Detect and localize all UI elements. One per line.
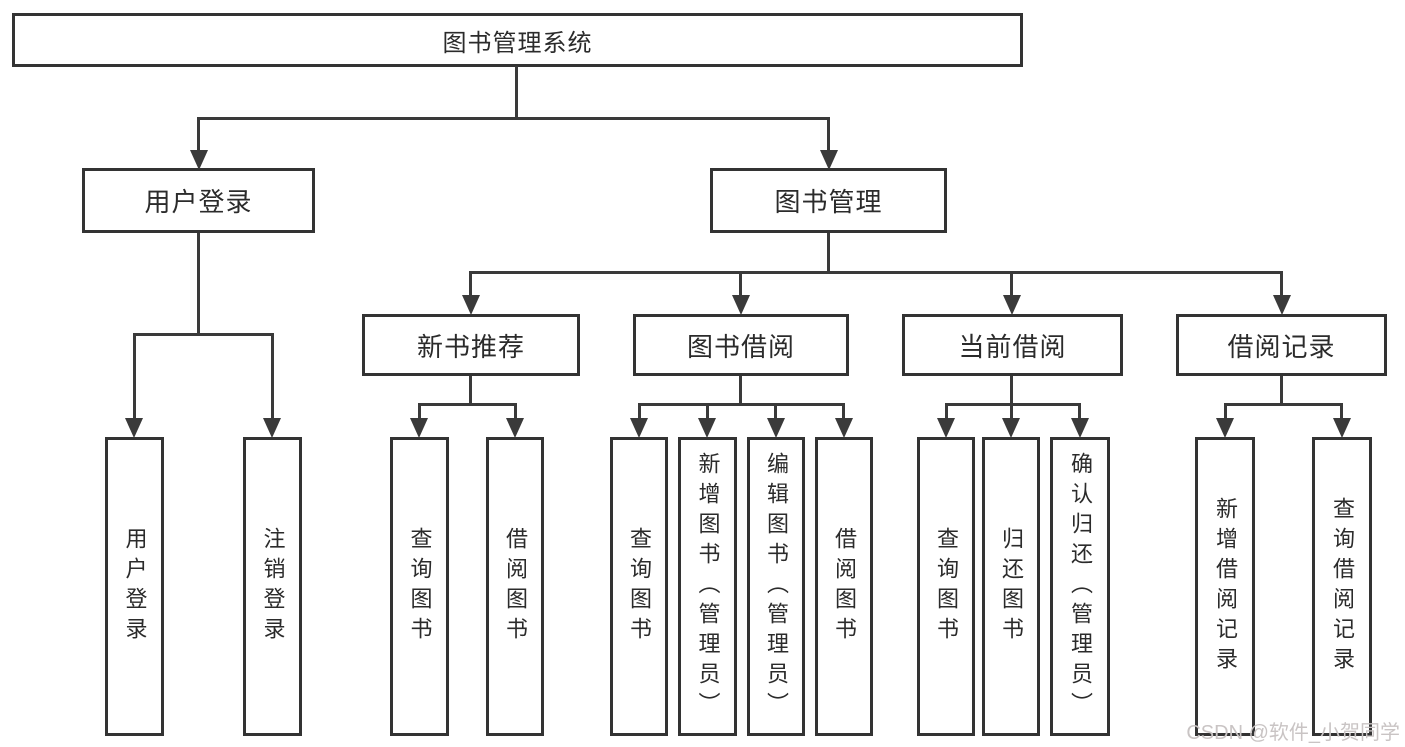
node-label: 编辑图书（管理员）	[764, 451, 789, 722]
connector-hline	[197, 117, 829, 120]
arrow-down-icon	[937, 418, 955, 438]
connector-vline	[827, 233, 830, 274]
connector-vline	[638, 403, 641, 420]
node-book-borrow: 图书借阅	[633, 314, 849, 376]
arrow-down-icon	[1216, 418, 1234, 438]
arrow-down-icon	[1071, 418, 1089, 438]
connector-hline	[638, 403, 845, 406]
connector-vline	[1010, 403, 1013, 420]
connector-vline	[418, 403, 421, 420]
node-label: 图书借阅	[686, 331, 795, 362]
connector-vline	[271, 333, 274, 419]
leaf-query-borrow-record: 查询借阅记录	[1312, 437, 1372, 736]
node-book-management: 图书管理	[710, 168, 947, 233]
connector-vline	[133, 333, 136, 419]
arrow-down-icon	[630, 418, 648, 438]
connector-hline	[945, 403, 1081, 406]
arrow-down-icon	[1002, 418, 1020, 438]
connector-vline	[514, 403, 517, 420]
leaf-query-books-recommend: 查询图书	[390, 437, 449, 736]
arrow-down-icon	[767, 418, 785, 438]
node-label: 借阅图书	[503, 526, 528, 647]
connector-vline	[842, 403, 845, 420]
leaf-borrow-books-recommend: 借阅图书	[486, 437, 544, 736]
leaf-edit-books-admin: 编辑图书（管理员）	[747, 437, 805, 736]
node-label: 用户登录	[122, 526, 148, 647]
arrow-down-icon	[835, 418, 853, 438]
node-borrow-records: 借阅记录	[1176, 314, 1387, 376]
node-label: 归还图书	[999, 526, 1024, 647]
node-label: 注销登录	[260, 526, 286, 647]
arrow-down-icon	[462, 295, 480, 315]
connector-vline	[1224, 403, 1227, 420]
node-label: 确认归还（管理员）	[1068, 451, 1093, 722]
node-label: 借阅记录	[1227, 331, 1336, 362]
connector-vline	[774, 403, 777, 420]
node-label: 当前借阅	[958, 331, 1067, 362]
connector-hline	[1224, 403, 1342, 406]
leaf-logout: 注销登录	[243, 437, 302, 736]
node-label: 查询图书	[407, 526, 433, 647]
arrow-down-icon	[732, 295, 750, 315]
arrow-down-icon	[506, 418, 524, 438]
connector-vline	[1280, 376, 1283, 405]
leaf-add-borrow-record: 新增借阅记录	[1195, 437, 1255, 736]
connector-vline	[469, 271, 472, 297]
leaf-confirm-return-admin: 确认归还（管理员）	[1050, 437, 1110, 736]
node-label: 图书管理	[774, 187, 883, 217]
node-label: 查询图书	[934, 526, 959, 647]
leaf-query-books-borrow: 查询图书	[610, 437, 668, 736]
node-user-login: 用户登录	[82, 168, 315, 233]
connector-vline	[1010, 271, 1013, 297]
connector-hline	[133, 333, 274, 336]
node-label: 新增图书（管理员）	[695, 451, 721, 722]
arrow-down-icon	[190, 150, 208, 170]
leaf-query-books-current: 查询图书	[917, 437, 975, 736]
arrow-down-icon	[1273, 295, 1291, 315]
arrow-down-icon	[698, 418, 716, 438]
connector-vline	[515, 66, 518, 119]
node-label: 新书推荐	[416, 331, 525, 362]
connector-vline	[739, 271, 742, 297]
connector-vline	[739, 376, 742, 405]
connector-vline	[469, 376, 472, 405]
connector-hline	[470, 271, 1282, 274]
node-label: 新增借阅记录	[1213, 496, 1238, 677]
node-label: 查询借阅记录	[1330, 496, 1355, 677]
arrow-down-icon	[410, 418, 428, 438]
connector-hline	[418, 403, 517, 406]
connector-vline	[1280, 271, 1283, 297]
leaf-add-books-admin: 新增图书（管理员）	[678, 437, 737, 736]
leaf-borrow-books: 借阅图书	[815, 437, 873, 736]
connector-vline	[1010, 376, 1013, 405]
csdn-watermark: CSDN @软件_小贺同学	[1186, 722, 1400, 744]
connector-vline	[945, 403, 948, 420]
node-new-book-recommend: 新书推荐	[362, 314, 580, 376]
connector-vline	[197, 233, 200, 333]
node-current-borrow: 当前借阅	[902, 314, 1123, 376]
connector-vline	[706, 403, 709, 420]
node-label: 用户登录	[144, 187, 253, 217]
connector-vline	[827, 117, 830, 153]
arrow-down-icon	[820, 150, 838, 170]
node-label: 图书管理系统	[442, 29, 593, 57]
arrow-down-icon	[125, 418, 143, 438]
connector-vline	[1340, 403, 1343, 420]
node-root-library-system: 图书管理系统	[12, 13, 1023, 67]
arrow-down-icon	[1333, 418, 1351, 438]
connector-vline	[1078, 403, 1081, 420]
leaf-return-books: 归还图书	[982, 437, 1040, 736]
node-label: 查询图书	[627, 526, 652, 647]
leaf-user-login: 用户登录	[105, 437, 164, 736]
node-label: 借阅图书	[832, 526, 857, 647]
arrow-down-icon	[1003, 295, 1021, 315]
connector-vline	[197, 117, 200, 153]
arrow-down-icon	[263, 418, 281, 438]
